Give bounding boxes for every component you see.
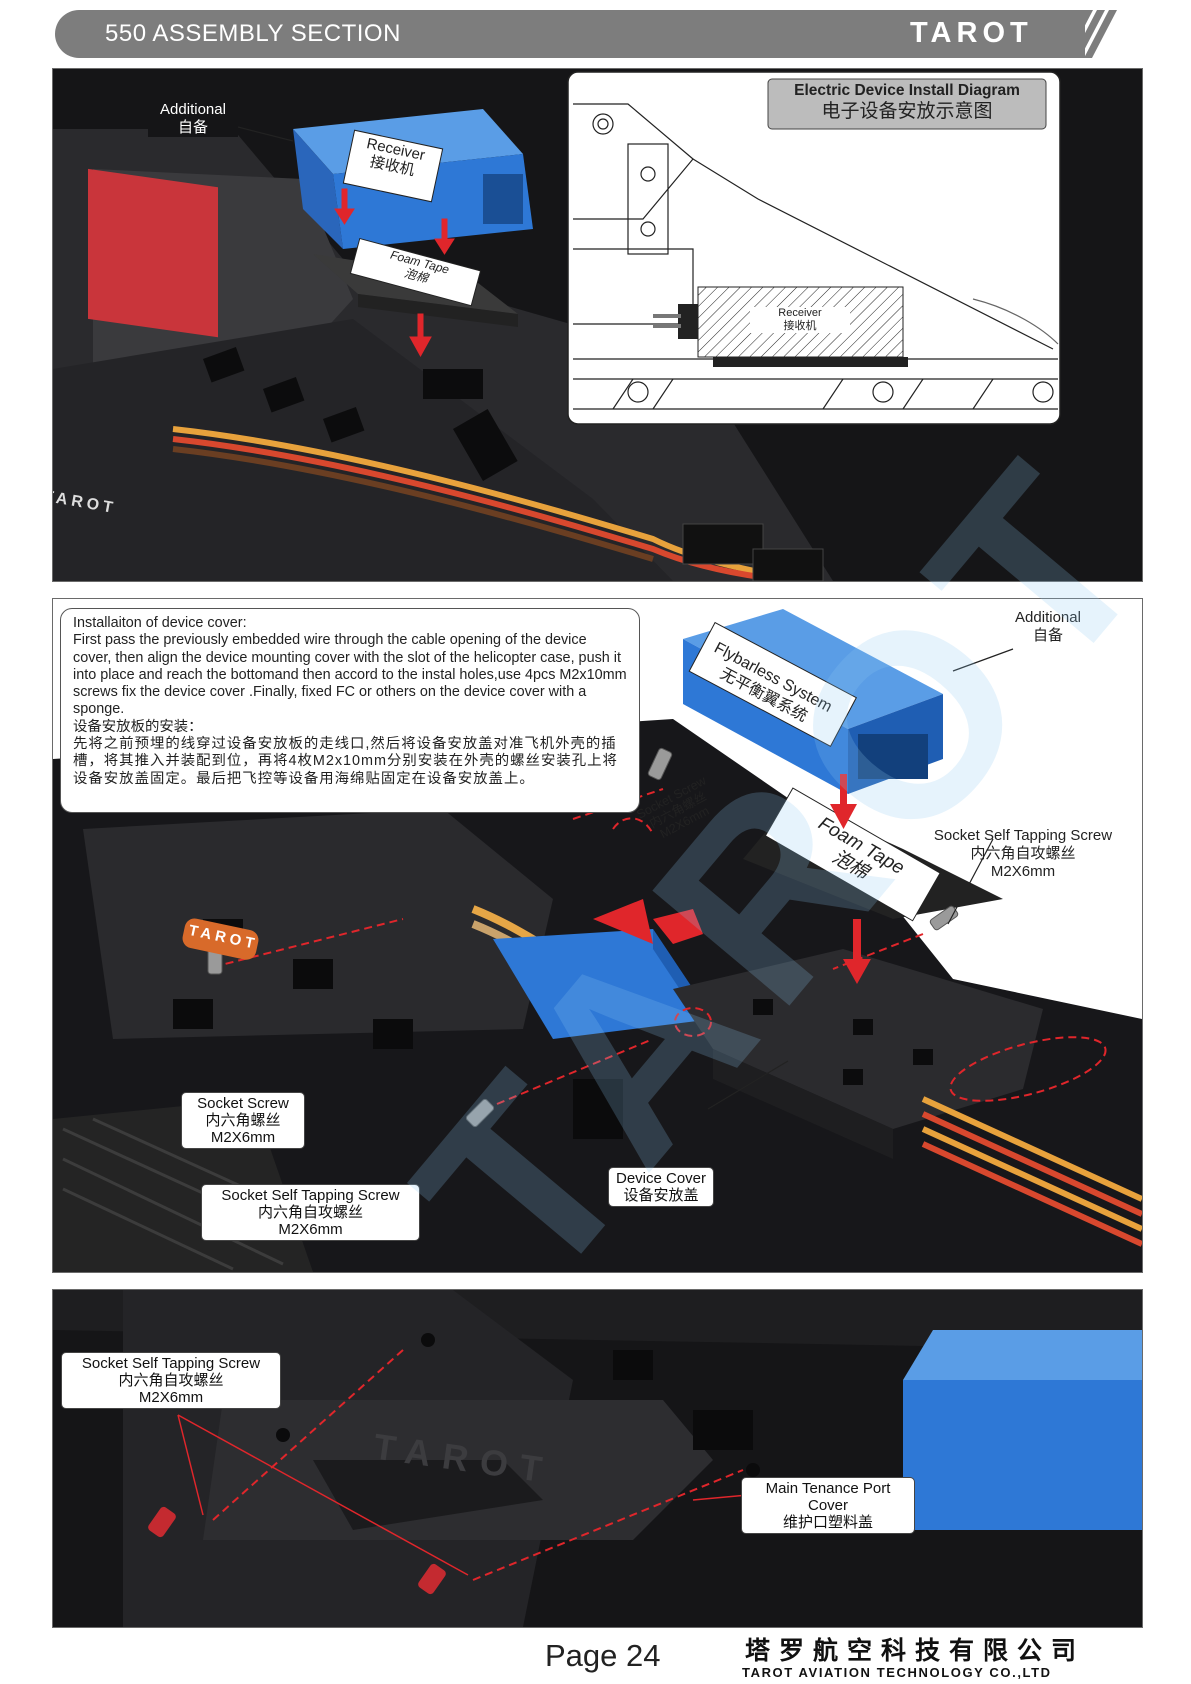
device-cover-callout: Device Cover 设备安放盖	[608, 1167, 714, 1207]
self-tapping-callout: Socket Self Tapping Screw 内六角自攻螺丝 M2X6mm	[201, 1184, 420, 1241]
additional-label: Additional 自备	[148, 101, 238, 137]
instruction-body-cn: 先将之前预埋的线穿过设备安放板的走线口,然后将设备安放盖对准飞机外壳的插槽，将其…	[73, 736, 618, 787]
diagram-title-en: Electric Device Install Diagram	[794, 82, 1020, 99]
company-name-en: TAROT AVIATION TECHNOLOGY CO.,LTD	[742, 1665, 1052, 1680]
header-bar	[55, 10, 1085, 58]
diagram-title-cn: 电子设备安放示意图	[821, 101, 993, 122]
self-tapping-right-label: Socket Self Tapping Screw 内六角自攻螺丝 M2X6mm	[933, 827, 1113, 880]
socket-screw-callout: Socket Screw 内六角螺丝 M2X6mm	[181, 1092, 305, 1149]
instruction-heading-cn: 设备安放板的安装：	[73, 718, 203, 735]
section-title: 550 ASSEMBLY SECTION	[105, 20, 401, 47]
diagram-receiver-label: Receiver 接收机	[750, 307, 850, 333]
additional-label-right: Additional 自备	[1015, 609, 1081, 644]
instruction-body-en: First pass the previously embedded wire …	[73, 632, 627, 718]
company-name-cn: 塔罗航空科技有限公司	[745, 1636, 1086, 1665]
panel1-illustration	[53, 69, 1142, 581]
page-number: Page 24	[545, 1638, 661, 1673]
instruction-box: Installaiton of device cover: First pass…	[60, 608, 640, 813]
self-tapping-callout-panel3: Socket Self Tapping Screw 内六角自攻螺丝 M2X6mm	[61, 1352, 281, 1409]
panel-port-cover-install: TAROT Socket Self Tapping Screw 内六角自攻螺丝 …	[52, 1289, 1143, 1628]
port-cover-callout: Main Tenance Port Cover 维护口塑料盖	[741, 1477, 915, 1534]
header-stripes-decoration	[1060, 10, 1117, 58]
panel-receiver-install: Receiver 接收机 Foam Tape 泡棉 Additional 自备 …	[52, 68, 1143, 582]
panel3-illustration	[53, 1290, 1142, 1627]
instruction-heading: Installaiton of device cover:	[73, 615, 247, 631]
header-logo: TAROT	[910, 17, 1033, 49]
